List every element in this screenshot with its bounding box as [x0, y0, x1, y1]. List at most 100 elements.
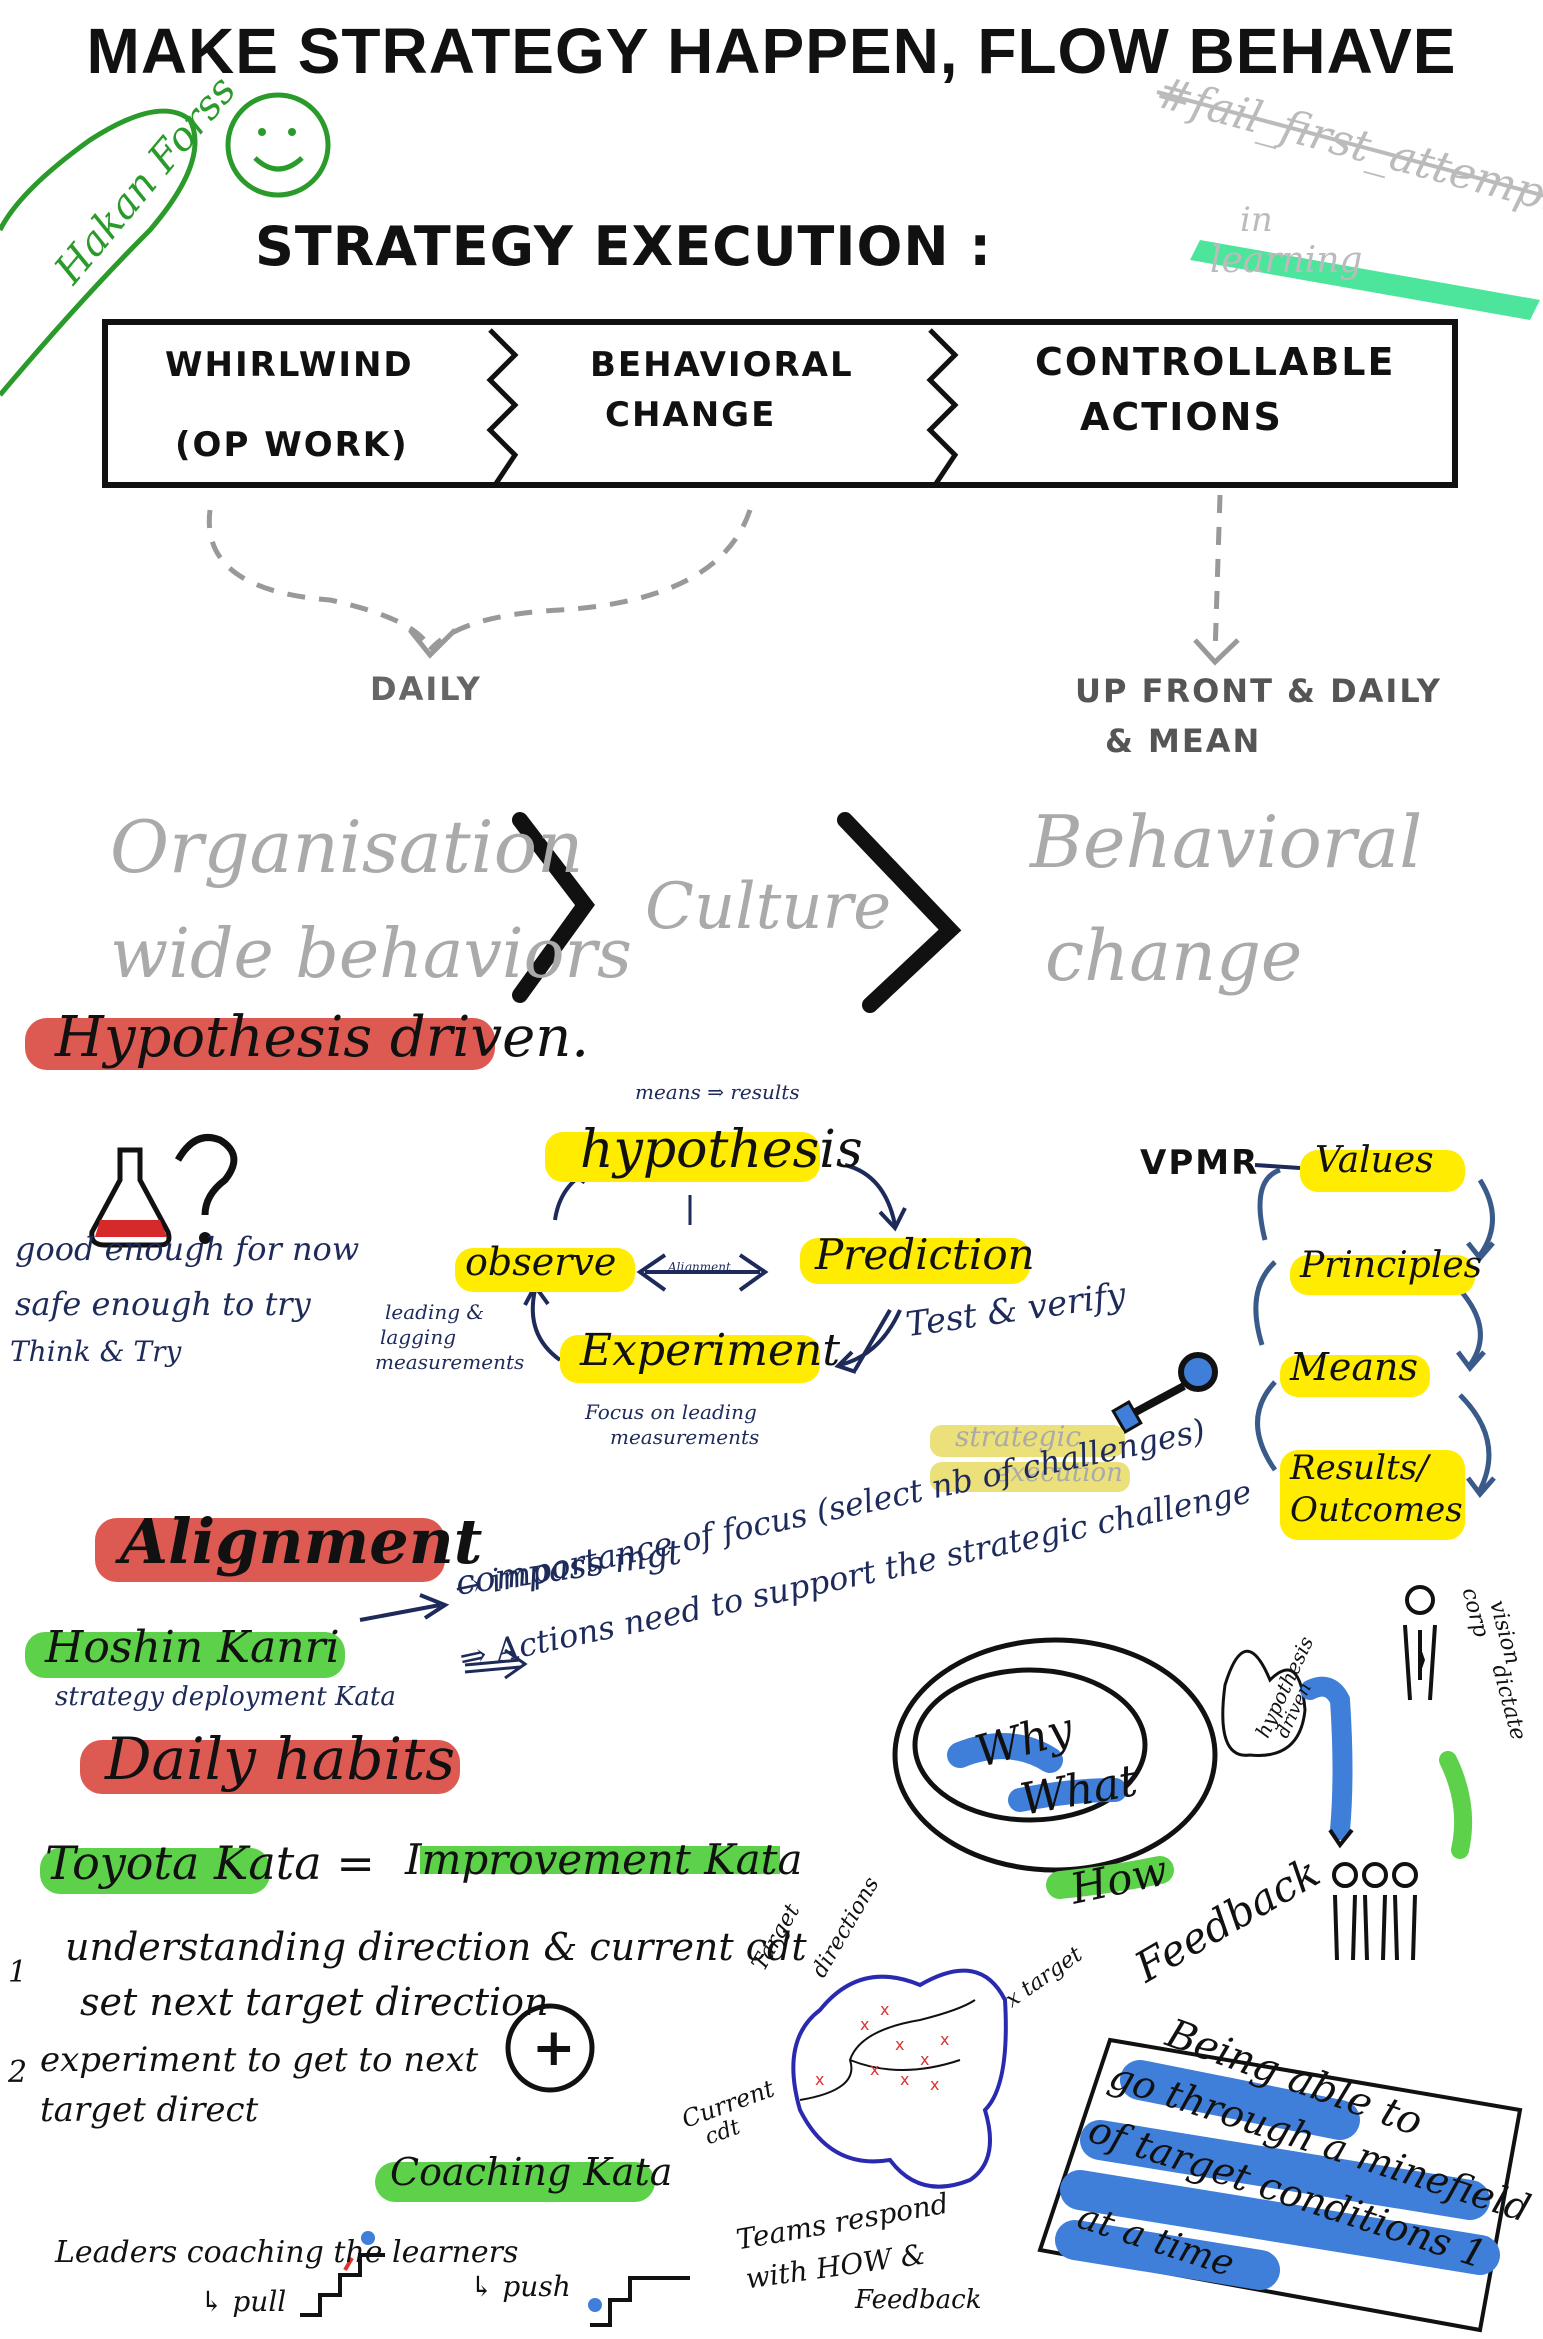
observe-node: observe [465, 1240, 617, 1284]
vpmr-values: Values [1315, 1140, 1434, 1181]
leader-figure [1403, 1585, 1437, 1701]
focus-leading-2: measurements [610, 1425, 760, 1449]
svg-text:x: x [940, 2030, 949, 2049]
vpmr-principles: Principles [1300, 1245, 1483, 1286]
chain-right-line2: change [1045, 915, 1303, 997]
principles-bg [1290, 1255, 1475, 1295]
observe-node-bg [455, 1248, 635, 1292]
leading-lagging-2: lagging [380, 1325, 457, 1349]
plus-circle [505, 2003, 595, 2093]
pull-label: ↳ pull [200, 2285, 287, 2318]
svg-text:x: x [880, 2000, 889, 2019]
box-divider-2 [926, 328, 959, 487]
means-results: means ⇒ results [635, 1080, 800, 1104]
svg-text:x: x [815, 2070, 824, 2089]
team-figures [1332, 1862, 1418, 1961]
alignment-highlight [95, 1518, 445, 1582]
strategic-1: strategic [955, 1420, 1082, 1453]
box-whirlwind-line1: WHIRLWIND [165, 345, 414, 385]
chevron-right-icon [837, 812, 962, 1013]
cycle-arrow [844, 1163, 897, 1226]
coaching-kata: Coaching Kata [390, 2150, 673, 2194]
daily-habits-heading: Daily habits [105, 1725, 456, 1793]
hypothesis-heading: Hypothesis driven. [55, 1005, 590, 1070]
magnifier-icon [1178, 1352, 1218, 1392]
daily-habits-highlight [80, 1740, 460, 1794]
toyota-highlight [40, 1848, 270, 1894]
svg-text:x: x [920, 2050, 929, 2069]
box-controllable-line2: ACTIONS [1080, 395, 1283, 439]
toyota-kata: Toyota Kata = [45, 1836, 375, 1890]
teams-3: Feedback [855, 2285, 982, 2315]
svg-text:x: x [870, 2060, 879, 2079]
leading-lagging-3: measurements [375, 1350, 525, 1374]
leading-lagging-1: leading & [385, 1300, 485, 1324]
means-bg [1280, 1355, 1430, 1397]
step-1a: understanding direction & current cdt [65, 1925, 807, 1969]
alignment-small: Alignment [668, 1260, 731, 1274]
flask-icon [89, 1147, 172, 1248]
hypothesis-note-1: good enough for now [15, 1230, 360, 1268]
strategy-execution-label: STRATEGY EXECUTION : [255, 215, 992, 278]
vpmr-outcomes: Outcomes [1290, 1490, 1463, 1530]
step-num-2: 2 [8, 2055, 28, 2090]
box-behavioral-line1: BEHAVIORAL [590, 345, 854, 385]
vpmr-means: Means [1290, 1345, 1419, 1389]
hypothesis-node: hypothesis [580, 1120, 863, 1180]
coaching-highlight [375, 2162, 655, 2202]
chain-middle: Culture [645, 870, 892, 944]
chain-left-line1: Organisation [110, 805, 584, 889]
vpmr-label: VPMR [1140, 1143, 1260, 1183]
hoshin-sub: strategy deployment Kata [55, 1682, 396, 1712]
svg-text:x: x [930, 2075, 939, 2094]
golden-circle-inner [912, 1667, 1148, 1823]
prediction-node-bg [800, 1238, 1030, 1284]
leaders-coaching: Leaders coaching the learners [55, 2235, 519, 2270]
daily-label: DAILY [370, 670, 482, 708]
hypothesis-note-3: Think & Try [10, 1335, 182, 1368]
step-1b: set next target direction [80, 1980, 549, 2024]
stair-pull-icon [300, 2231, 385, 2317]
minefield-cloud [791, 1968, 1008, 2189]
question-icon [174, 1134, 238, 1216]
plus-sign: + [532, 2018, 578, 2078]
chevron-right-icon [512, 812, 595, 1003]
execution-box-outline [102, 319, 1458, 488]
hoshin-kanri: Hoshin Kanri [45, 1622, 340, 1673]
chain-right-line1: Behavioral [1030, 800, 1423, 884]
vpmr-results: Results/ [1290, 1448, 1429, 1488]
svg-text:x: x [900, 2070, 909, 2089]
results-bg [1280, 1450, 1465, 1540]
hypothesis-node-bg [545, 1132, 820, 1182]
alignment-heading: Alignment [120, 1505, 483, 1578]
hypothesis-note-2: safe enough to try [15, 1285, 311, 1323]
golden-circle-outer [892, 1637, 1218, 1873]
experiment-node-bg [560, 1335, 820, 1383]
box-behavioral-line2: CHANGE [605, 395, 777, 435]
svg-text:x: x [860, 2015, 869, 2034]
hashtag-line-2: in [1240, 200, 1273, 240]
double-arrow [636, 1253, 769, 1292]
page-title: MAKE STRATEGY HAPPEN, FLOW BEHAVE [86, 15, 1457, 87]
experiment-node: Experiment [580, 1325, 841, 1376]
upfront-line2: & MEAN [1105, 722, 1262, 760]
values-bg [1300, 1150, 1465, 1192]
prediction-node: Prediction [815, 1230, 1035, 1279]
box-whirlwind-line2: (OP WORK) [175, 425, 409, 465]
box-divider-1 [486, 328, 519, 487]
strategic-bg-2 [930, 1462, 1130, 1492]
upfront-line1: UP FRONT & DAILY [1075, 672, 1442, 710]
step-2b: target direct [40, 2090, 259, 2130]
hoshin-highlight [25, 1632, 345, 1678]
step-2a: experiment to get to next [40, 2040, 479, 2080]
push-label: ↳ push [470, 2270, 571, 2303]
strategic-bg-1 [930, 1425, 1125, 1457]
svg-text:x: x [895, 2035, 904, 2054]
step-num-1: 1 [8, 1955, 28, 1990]
focus-leading-1: Focus on leading [585, 1400, 757, 1424]
author-badge-outline [0, 108, 198, 397]
hashtag-highlight [1190, 240, 1540, 320]
dashed-arrow-daily [206, 509, 433, 651]
strategic-2: execution [995, 1458, 1123, 1488]
